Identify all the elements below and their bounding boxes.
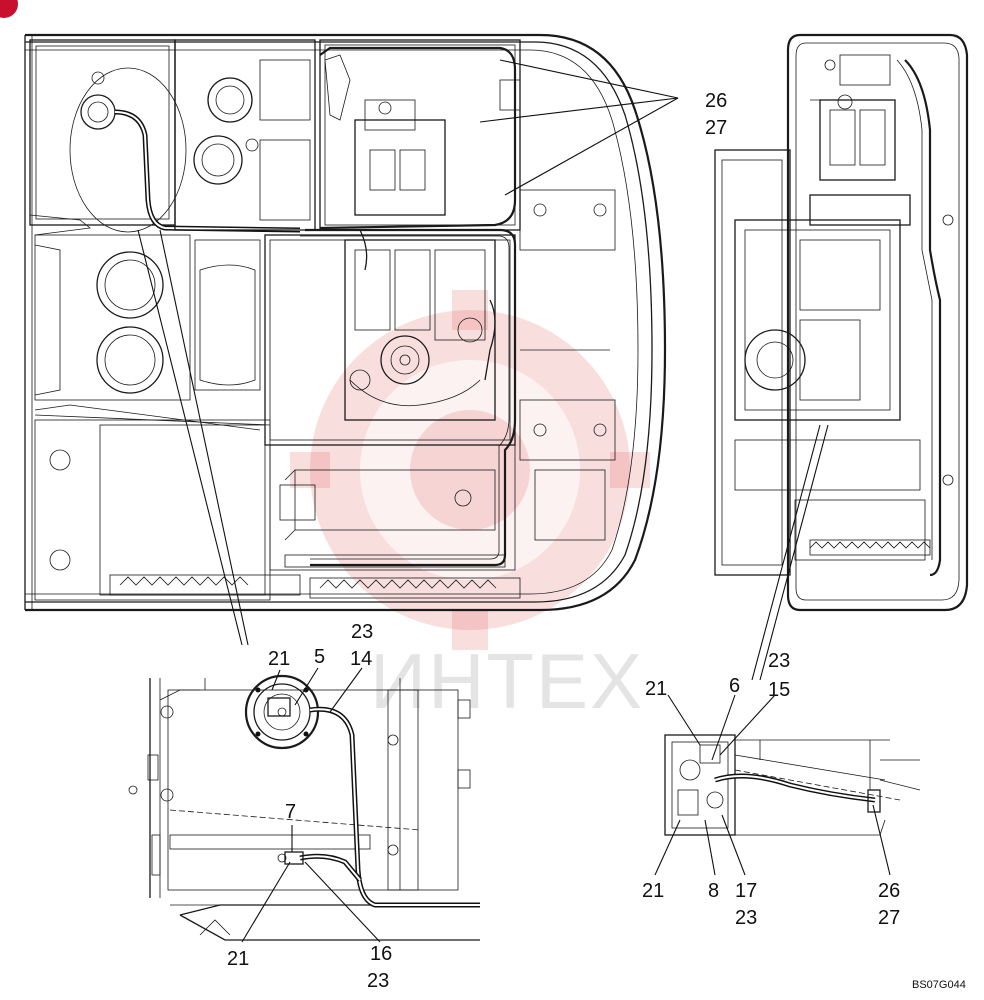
callout-17: 17 <box>735 880 757 902</box>
callout-21-left-top: 21 <box>268 648 290 670</box>
callout-8: 8 <box>708 880 719 902</box>
callout-7: 7 <box>285 801 296 823</box>
watermark-text: ИНТЕХ <box>370 637 644 725</box>
callout-21-left-bottom: 21 <box>227 948 249 970</box>
top-side-view <box>714 33 969 612</box>
callout-23-right-bottom: 23 <box>735 907 757 929</box>
callout-27-top: 27 <box>705 117 727 139</box>
callout-14: 14 <box>350 648 372 670</box>
drawing-code: BS07G044 <box>912 979 966 991</box>
callout-26-right: 26 <box>878 880 900 902</box>
detail-left <box>128 674 480 941</box>
callout-23-left-bottom: 23 <box>367 970 389 992</box>
corner-mark <box>0 0 18 18</box>
callout-labels: 26 27 23 21 5 14 7 21 16 23 23 21 6 15 2… <box>227 90 966 992</box>
callout-26-top: 26 <box>705 90 727 112</box>
leader-lines <box>137 59 891 943</box>
callout-21-right-bottom: 21 <box>642 880 664 902</box>
callout-16: 16 <box>370 943 392 965</box>
callout-23-right: 23 <box>768 650 790 672</box>
top-plan-view <box>24 33 667 612</box>
callout-15: 15 <box>768 679 790 701</box>
detail-right <box>664 734 921 836</box>
callout-23-left: 23 <box>351 621 373 643</box>
callout-6: 6 <box>729 675 740 697</box>
callout-27-right: 27 <box>878 907 900 929</box>
callout-21-right-top: 21 <box>645 678 667 700</box>
callout-5: 5 <box>314 646 325 668</box>
